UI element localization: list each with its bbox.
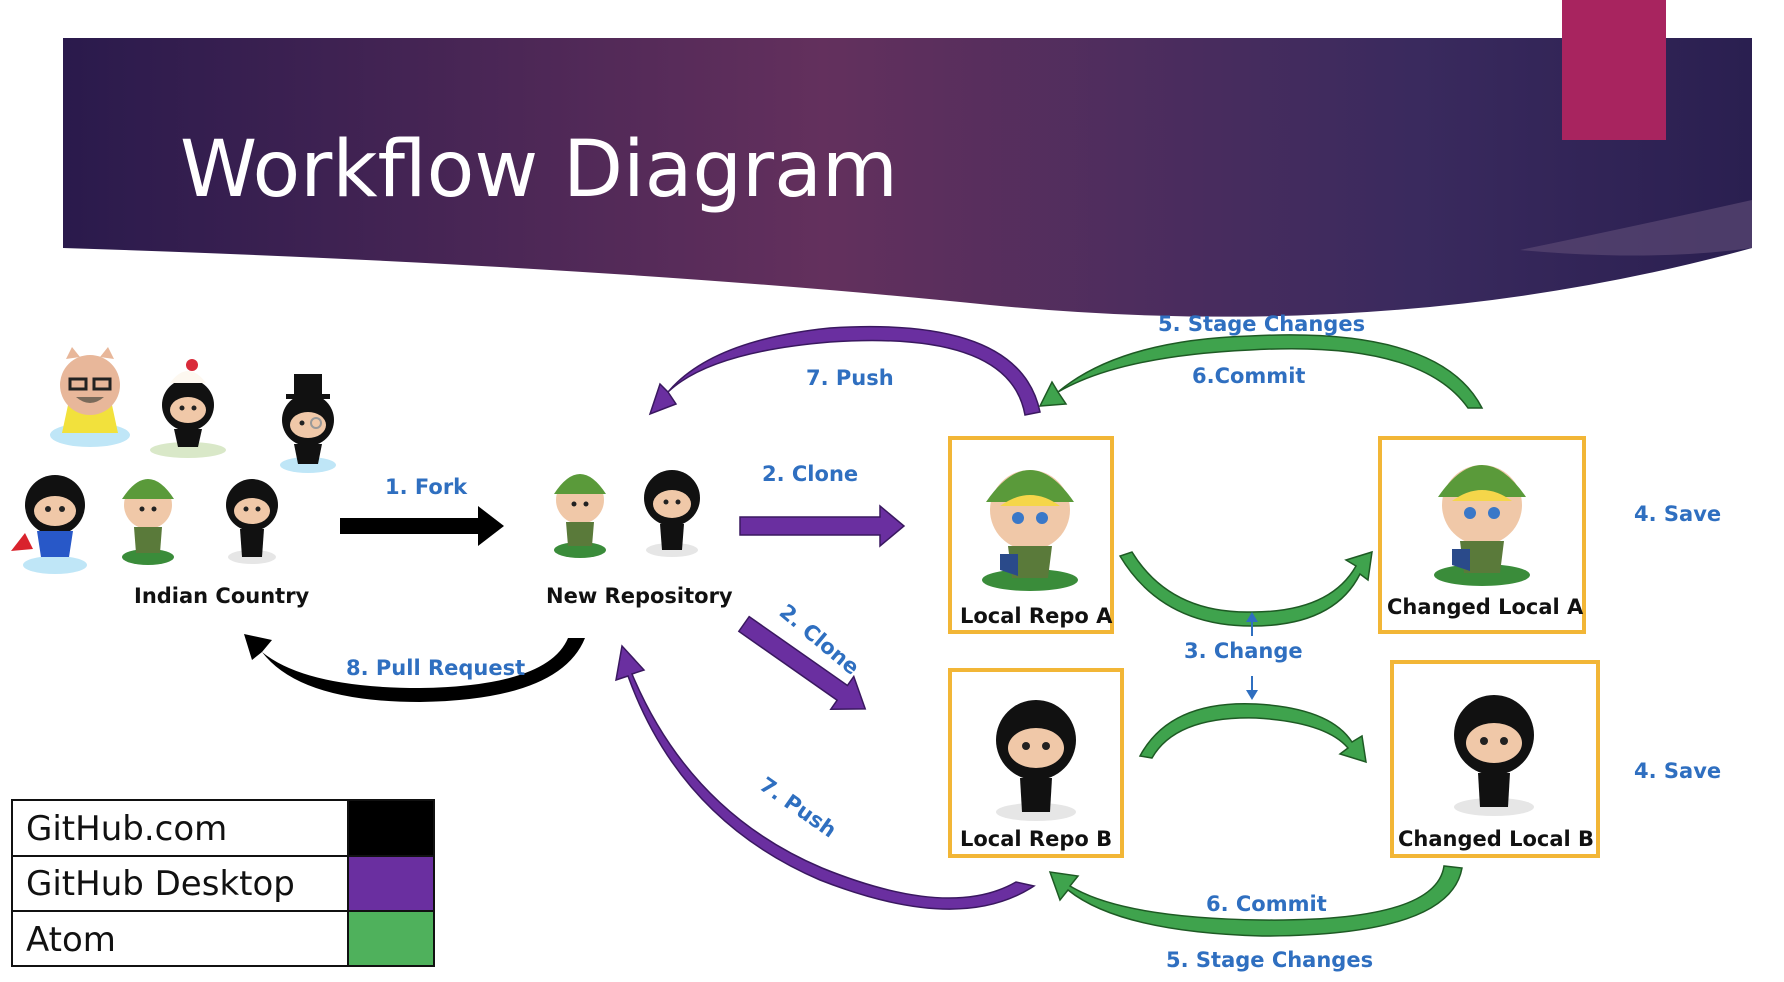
clone-a-label: 2. Clone — [762, 462, 858, 486]
commit-a-arrow — [1038, 334, 1484, 409]
accent-tab — [1562, 0, 1666, 140]
legend-label-github-desktop: GitHub Desktop — [26, 864, 295, 904]
octocat-crowd — [11, 347, 336, 574]
push-b-arrow — [615, 644, 1036, 910]
commit-b-arrow — [1048, 865, 1463, 937]
clone-a-arrow — [739, 504, 906, 548]
legend-swatch-atom — [349, 912, 433, 965]
push-b-label: 7. Push — [755, 772, 841, 842]
header-swoosh — [1520, 200, 1752, 256]
save-a-label: 4. Save — [1634, 502, 1721, 526]
local-repo-b-box — [948, 668, 1124, 858]
legend-swatch-github-desktop — [349, 857, 433, 910]
commit-a-label: 6.Commit — [1192, 364, 1305, 388]
legend: GitHub.com GitHub Desktop Atom — [11, 799, 435, 967]
local-repo-a-label: Local Repo A — [960, 604, 1113, 628]
legend-label-atom: Atom — [26, 920, 116, 960]
stage-b-label: 5. Stage Changes — [1166, 948, 1373, 972]
change-up-arrow — [1246, 612, 1258, 636]
stage-a-label: 5. Stage Changes — [1158, 312, 1365, 336]
new-repo-octocats — [554, 470, 700, 558]
commit-b-label: 6. Commit — [1206, 892, 1327, 916]
changed-local-b-box — [1390, 660, 1600, 858]
change-b-arrow — [1138, 703, 1367, 764]
fork-label: 1. Fork — [385, 475, 468, 499]
changed-local-b-label: Changed Local B — [1398, 827, 1594, 851]
indian-country-label: Indian Country — [134, 584, 310, 608]
pull-request-label: 8. Pull Request — [346, 656, 525, 680]
legend-swatch-github-com — [349, 801, 433, 855]
header-band — [63, 38, 1752, 317]
change-down-arrow — [1246, 676, 1258, 700]
push-a-arrow — [648, 325, 1041, 416]
save-b-label: 4. Save — [1634, 759, 1721, 783]
local-repo-a-box — [948, 436, 1114, 634]
local-repo-b-label: Local Repo B — [960, 827, 1112, 851]
push-a-label: 7. Push — [806, 366, 894, 390]
clone-b-arrow — [737, 615, 867, 710]
legend-label-github-com: GitHub.com — [26, 809, 227, 849]
new-repository-label: New Repository — [546, 584, 733, 608]
pull-request-arrow — [244, 634, 585, 702]
changed-local-a-box — [1378, 436, 1586, 634]
page-title: Workflow Diagram — [180, 125, 898, 215]
change-a-arrow — [1118, 550, 1373, 627]
changed-local-a-label: Changed Local A — [1387, 595, 1584, 619]
change-label: 3. Change — [1184, 639, 1303, 663]
fork-arrow — [340, 506, 504, 546]
